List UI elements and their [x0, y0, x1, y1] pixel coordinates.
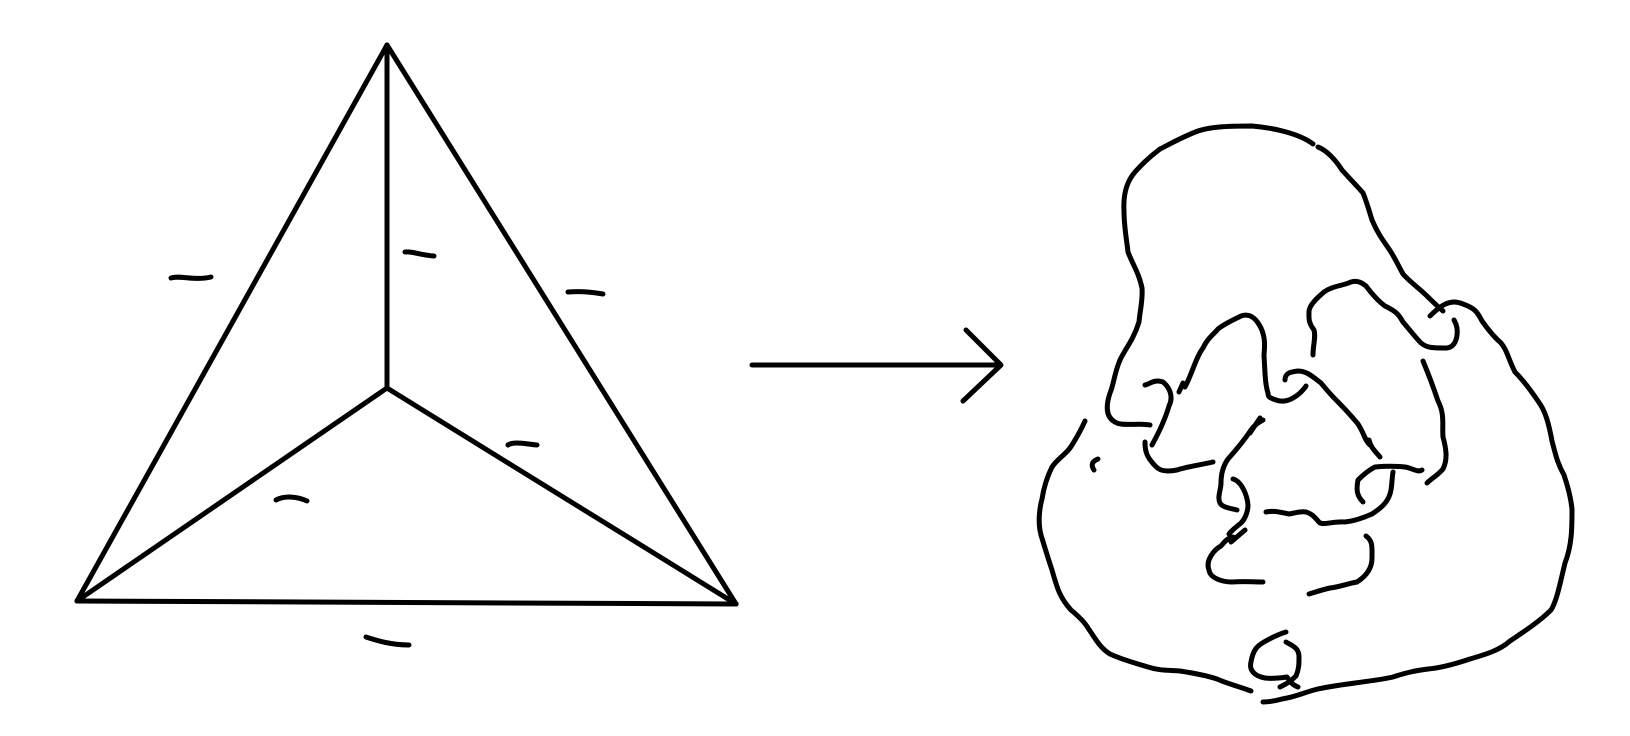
edge-bottom [74, 598, 739, 607]
knot-strand [1282, 368, 1373, 448]
knot-strand [1420, 358, 1449, 486]
knot-strand [1176, 380, 1186, 395]
minus-sign-mark [273, 494, 310, 504]
knot-strand [1260, 299, 1575, 705]
knot-strand [1366, 437, 1383, 460]
knot-strand [1306, 278, 1460, 358]
knot-strand [1306, 533, 1375, 597]
knot-strand [1228, 527, 1248, 545]
knot-strand [1205, 534, 1266, 585]
knot-strand [1263, 469, 1396, 527]
knot-strand [1247, 415, 1263, 436]
knot-strand [1315, 144, 1446, 314]
knot-strand [1142, 439, 1216, 474]
minus-sign-mark [505, 440, 540, 448]
knot-strand [1226, 476, 1251, 537]
minus-sign-mark [402, 249, 437, 259]
planar-graph [74, 42, 739, 648]
edge-center-bottom-right [384, 385, 739, 607]
right-arrow [749, 327, 1004, 404]
edge-apex-bottom-right [384, 42, 739, 607]
knot-strand [1089, 456, 1101, 473]
knot-strand [1354, 463, 1425, 505]
knot-diagram [1036, 123, 1575, 705]
edge-center-bottom-left [74, 385, 390, 604]
arrow-head [960, 327, 1004, 404]
knot-strand [1182, 312, 1309, 404]
minus-sign-mark [168, 274, 214, 281]
knot-strand [1142, 378, 1174, 448]
knot-strand [1104, 123, 1316, 428]
knot-strand [1216, 417, 1266, 513]
edge-apex-bottom-left [74, 42, 390, 604]
minus-sign-mark [565, 289, 606, 297]
knot-strand [1036, 418, 1254, 694]
knot-strand [1248, 629, 1301, 690]
minus-sign-mark [363, 634, 412, 648]
knot-strand [1277, 639, 1302, 690]
